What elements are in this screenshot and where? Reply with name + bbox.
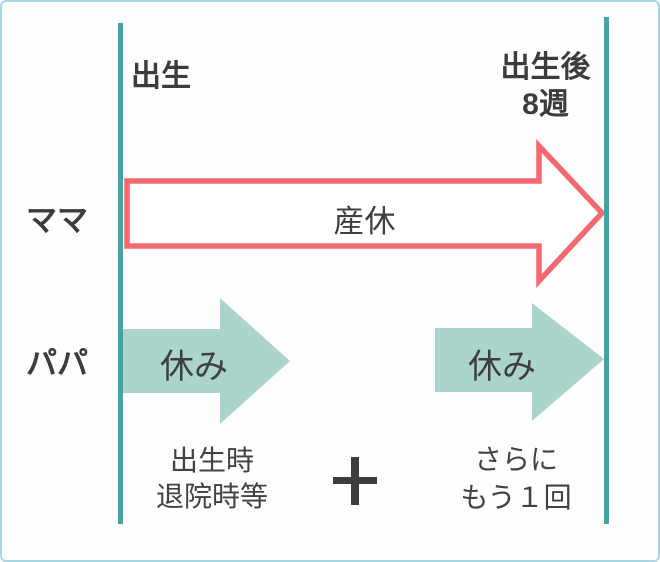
maternity-leave-arrow-label: 産休 <box>333 204 396 239</box>
papa-first-leave-caption: 出生時 退院時等 <box>126 443 298 515</box>
papa-first-leave-arrow <box>120 298 290 424</box>
papa-second-leave-arrow <box>435 303 604 421</box>
after-birth-label-line2: 8週 <box>522 88 569 121</box>
papa-second-leave-caption-line1: さらに <box>473 444 558 475</box>
papa-first-leave-arrow-label: 休み <box>160 348 228 386</box>
plus-icon-vertical-bar <box>351 457 359 505</box>
after-birth-label-line1: 出生後 <box>500 51 591 84</box>
birth-label: 出生 <box>131 60 191 93</box>
mama-row-label: ママ <box>26 203 88 238</box>
birth-timeline-line <box>118 23 123 524</box>
mama-leave-arrow <box>124 139 606 289</box>
papa-first-leave-caption-line1: 出生時 <box>169 445 254 476</box>
papa-row-label: パパ <box>26 346 88 381</box>
after-birth-8-weeks-label: 出生後 8週 <box>468 49 623 123</box>
plus-icon <box>333 457 377 505</box>
papa-second-leave-caption: さらに もう１回 <box>428 441 604 517</box>
papa-first-leave-caption-line2: 退院時等 <box>155 481 268 512</box>
eight-weeks-timeline-line <box>604 17 609 524</box>
papa-second-leave-caption-line2: もう１回 <box>460 482 572 513</box>
papa-second-leave-arrow-label: 休み <box>468 348 536 386</box>
